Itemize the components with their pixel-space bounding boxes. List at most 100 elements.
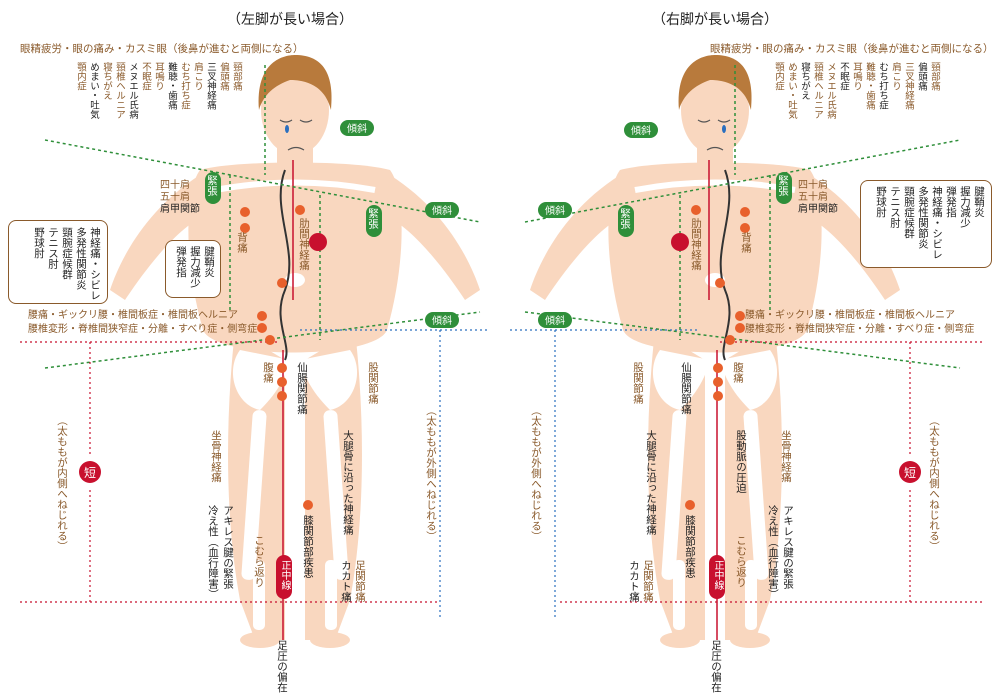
symptom-item: テニス肘: [889, 186, 901, 228]
right-artery: 股動脈の圧迫: [735, 430, 747, 493]
symptom-item: 野球肘: [33, 227, 45, 259]
right-thigh-inner: （太ももが内側へねじれる）: [928, 415, 940, 552]
right-knee: 膝関節部疾患: [684, 515, 696, 578]
right-tension-badge-2: [618, 205, 634, 237]
symptom-item: 多発性関節炎: [917, 186, 929, 249]
symptom-item: 頸椎ヘルニア: [812, 62, 823, 119]
left-lumbar-2: 腰椎変形・脊椎間狭窄症・分離・すべり症・側弯症: [28, 322, 257, 335]
symptom-item: 握力減少: [959, 186, 971, 228]
symptom-item: テニス肘: [47, 227, 59, 269]
symptom-item: 偏頭痛: [916, 62, 927, 91]
left-achilles: アキレス腱の緊張: [222, 505, 234, 589]
right-shoulder-group: 四十肩 五十肩 肩甲関節: [798, 180, 838, 216]
left-thigh-inner: （太ももが内側へねじれる）: [56, 415, 68, 552]
symptom-item: 頸腕症候群: [61, 227, 73, 280]
svg-text:傾斜: 傾斜: [631, 124, 651, 137]
symptom-item: 神経痛・シビレ: [89, 227, 101, 301]
left-body-figure: [110, 55, 480, 648]
right-head-symptom-columns: 頸部痛偏頭痛三叉神経痛肩こりむち打ち症難聴・歯痛耳鳴り不眠症メヌエル氏病頸椎ヘル…: [760, 62, 940, 142]
left-thigh-outer: （太ももが外側へねじれる）: [425, 405, 437, 542]
right-shoulder-joint: 肩甲関節: [798, 204, 838, 215]
symptom-item: メヌエル氏病: [127, 62, 138, 119]
left-knee: 膝関節部疾患: [302, 515, 314, 578]
left-shoulder-tilt-line: [44, 139, 481, 223]
symptom-item: 顎内症: [773, 62, 784, 91]
symptom-item: 頸部痛: [231, 62, 242, 91]
symptom-item: 偏頭痛: [218, 62, 229, 91]
left-tension-badge-2: [366, 205, 382, 237]
left-short-label: 短: [84, 466, 96, 480]
symptom-item: 難聴・歯痛: [864, 62, 875, 110]
symptom-item: メヌエル氏病: [825, 62, 836, 119]
left-cold: 冷え性（血行障害）: [207, 505, 219, 600]
symptom-item: 顎内症: [75, 62, 86, 91]
left-lumbar-1: 腰痛・ギックリ腰・椎間板症・椎間板ヘルニア: [28, 308, 238, 321]
right-tension-label-2: 緊張: [619, 208, 631, 229]
left-abdominal: 腹痛: [262, 362, 274, 383]
symptom-item: 肩こり: [192, 62, 203, 91]
right-achilles: アキレス腱の緊張: [782, 505, 794, 589]
right-short-label: 短: [904, 466, 916, 480]
left-ankle: 足関節痛: [354, 560, 366, 602]
symptom-item: 難聴・歯痛: [166, 62, 177, 110]
left-shoulder-50: 五十肩: [160, 192, 190, 203]
symptom-item: 不眠症: [838, 62, 849, 91]
symptom-item: むち打ち症: [877, 62, 888, 110]
left-heel: カカト痛: [340, 560, 352, 602]
symptom-item: 寝ちがえ: [101, 62, 112, 100]
symptom-item: 弾発指: [945, 186, 957, 218]
symptom-item: 三叉神経痛: [903, 62, 914, 110]
right-intercostal: 肋間神経痛: [690, 218, 702, 271]
symptom-item: むち打ち症: [179, 62, 190, 110]
left-shoulder-joint: 肩甲関節: [160, 204, 200, 215]
right-pain-markers: [671, 205, 750, 510]
left-sciatic: 坐骨神経痛: [210, 430, 222, 483]
symptom-item: めまい・吐気: [88, 62, 99, 119]
symptom-item: 腱鞘炎: [203, 246, 215, 278]
right-shoulder-40: 四十肩: [798, 180, 828, 191]
svg-text:傾斜: 傾斜: [347, 122, 367, 135]
svg-text:傾斜: 傾斜: [432, 204, 452, 217]
symptom-item: めまい・吐気: [786, 62, 797, 119]
right-thigh-outer: （太ももが外側へねじれる）: [530, 405, 542, 542]
symptom-item: 弾発指: [175, 246, 187, 278]
right-heel: カカト痛: [628, 560, 640, 602]
left-shoulder-group: 四十肩 五十肩 肩甲関節: [160, 180, 200, 216]
left-tilt-badge-hip: 傾斜: [425, 312, 459, 328]
left-femur-nerve: 大腿骨に沿った神経痛: [342, 430, 354, 535]
right-midline-badge: [709, 555, 725, 599]
symptom-item: 肩こり: [890, 62, 901, 91]
left-hip-tilt-line: [44, 311, 481, 369]
left-arm-box-outer: 神経痛・シビレ多発性関節炎頸腕症候群テニス肘野球肘: [8, 220, 108, 304]
svg-text:傾斜: 傾斜: [545, 204, 565, 217]
right-arm-box: 腱鞘炎握力減少弾発指神経痛・シビレ多発性関節炎頸腕症候群テニス肘野球肘: [860, 180, 992, 268]
left-spine: [279, 169, 291, 361]
right-back-pain: 背痛: [740, 232, 752, 253]
symptom-item: 耳鳴り: [851, 62, 862, 91]
right-shoulder-50: 五十肩: [798, 192, 828, 203]
left-panel: （左脚が長い場合） 眼精疲労・眼の痛み・カスミ眼（後鼻が進むと両側になる） 傾斜: [20, 12, 490, 648]
left-eyes: [279, 119, 313, 123]
symptom-item: 多発性関節炎: [75, 227, 87, 290]
left-eyes-label: 眼精疲労・眼の痛み・カスミ眼（後鼻が進むと両側になる）: [20, 42, 304, 55]
symptom-item: 頸椎ヘルニア: [114, 62, 125, 119]
right-lumbar-1: 腰痛・ギックリ腰・椎間板症・椎間板ヘルニア: [745, 308, 955, 321]
right-title: （右脚が長い場合）: [652, 12, 778, 28]
left-shoulder-40: 四十肩: [160, 180, 190, 191]
left-tilt-badge-shoulder: 傾斜: [425, 202, 459, 218]
left-sacroiliac: 仙腸関節痛: [296, 362, 308, 415]
right-tension-badge-1: [776, 172, 792, 204]
right-midline-label: 正中線: [712, 560, 723, 590]
right-panel: （右脚が長い場合） 眼精疲労・眼の痛み・カスミ眼（後鼻が進むと両側になる） 傾斜…: [510, 12, 994, 648]
symptom-item: 不眠症: [140, 62, 151, 91]
svg-text:傾斜: 傾斜: [545, 314, 565, 327]
left-head-symptom-columns: 頸部痛偏頭痛三叉神経痛肩こりむち打ち症難聴・歯痛耳鳴り不眠症メヌエル氏病頸椎ヘル…: [62, 62, 242, 142]
right-spine: [719, 169, 731, 361]
left-back-pain: 背痛: [236, 232, 248, 253]
right-femur-nerve: 大腿骨に沿った神経痛: [645, 430, 657, 535]
left-tilt-badge-head: 傾斜: [340, 120, 374, 136]
left-arm-box-inner: 腱鞘炎握力減少弾発指: [165, 240, 221, 298]
right-foot-pressure: 足圧の偏在: [710, 640, 722, 693]
left-calf: こむら返り: [253, 535, 265, 588]
